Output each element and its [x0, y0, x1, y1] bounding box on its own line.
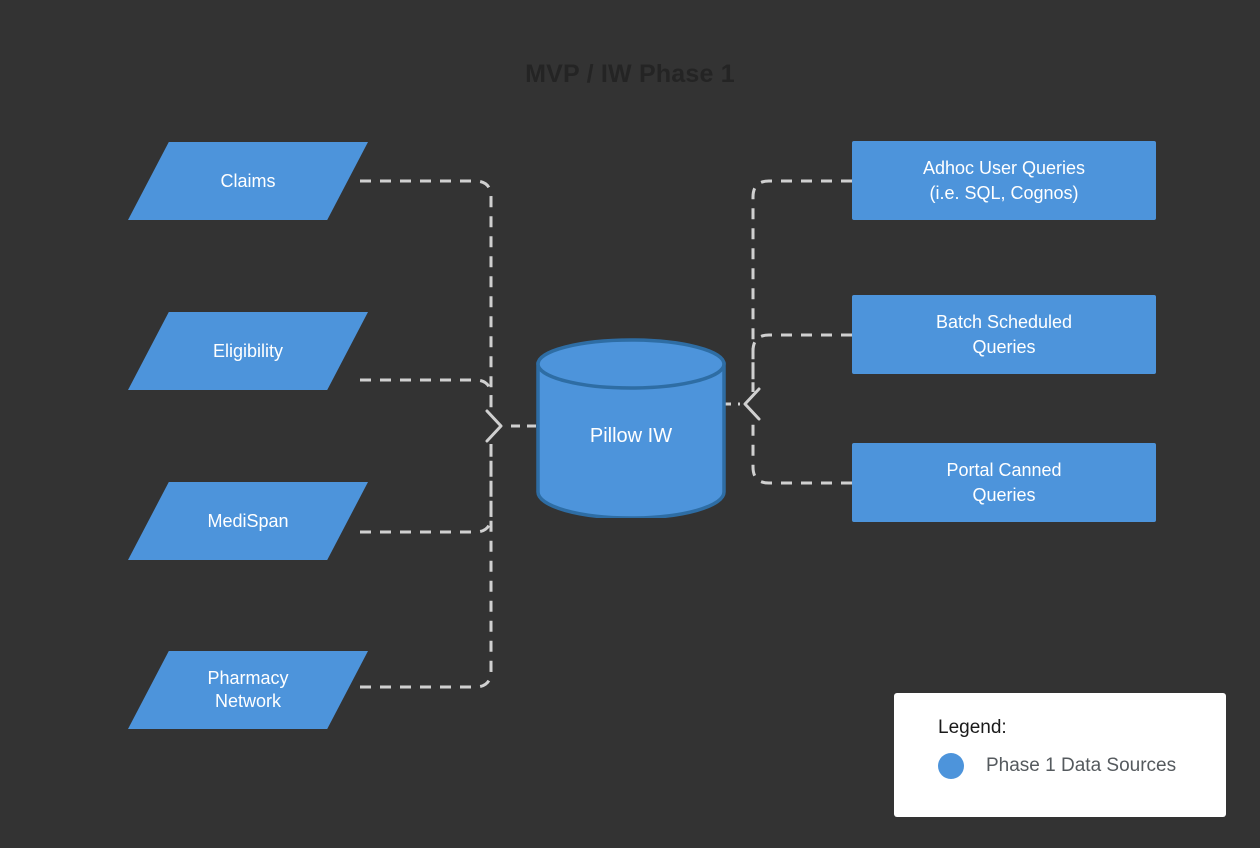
legend-swatch-circle-icon	[938, 753, 964, 779]
edge-db-to-adhoc-user-queries	[751, 179, 852, 390]
consumer-node-batch-scheduled-queries[interactable]: Batch Scheduled Queries	[852, 295, 1156, 374]
consumer-node-portal-canned-queries[interactable]: Portal Canned Queries	[852, 443, 1156, 522]
database-node-label: Pillow IW	[589, 424, 673, 447]
parallelogram-shape	[128, 651, 368, 729]
source-node-claims[interactable]: Claims	[128, 142, 368, 220]
edge-left-trunk-arrow	[485, 409, 536, 443]
page-title: MVP / IW Phase 1	[525, 60, 735, 88]
database-node-pillow-iw[interactable]: Pillow IW	[536, 338, 726, 518]
parallelogram-shape	[128, 142, 368, 220]
cylinder-icon	[536, 338, 726, 518]
source-node-label: Claims	[220, 170, 276, 191]
legend-item: Phase 1 Data Sources	[938, 753, 1226, 779]
edge-claims-to-db	[360, 179, 493, 410]
consumer-node-adhoc-user-queries[interactable]: Adhoc User Queries (i.e. SQL, Cognos)	[852, 141, 1156, 220]
edge-db-to-portal-canned-queries	[751, 420, 852, 485]
edge-eligibility-to-db	[360, 378, 493, 412]
source-node-pharmacy-network[interactable]: Pharmacy Network	[128, 651, 368, 729]
source-node-label: Eligibility	[212, 340, 284, 361]
edge-right-trunk-arrow	[722, 387, 761, 421]
parallelogram-shape	[128, 312, 368, 390]
source-node-eligibility[interactable]: Eligibility	[128, 312, 368, 390]
legend-item-label: Phase 1 Data Sources	[986, 755, 1177, 776]
parallelogram-shape	[128, 482, 368, 560]
edge-db-to-batch-scheduled-queries	[751, 333, 852, 392]
source-node-label: MediSpan	[207, 510, 289, 531]
edge-medispan-to-db	[360, 442, 493, 534]
source-node-medispan[interactable]: MediSpan	[128, 482, 368, 560]
legend-panel: Legend: Phase 1 Data Sources	[894, 693, 1226, 817]
edge-pharmacy-network-to-db	[360, 444, 493, 689]
legend-title: Legend:	[938, 717, 1007, 738]
source-node-label: Pharmacy Network	[207, 668, 289, 711]
